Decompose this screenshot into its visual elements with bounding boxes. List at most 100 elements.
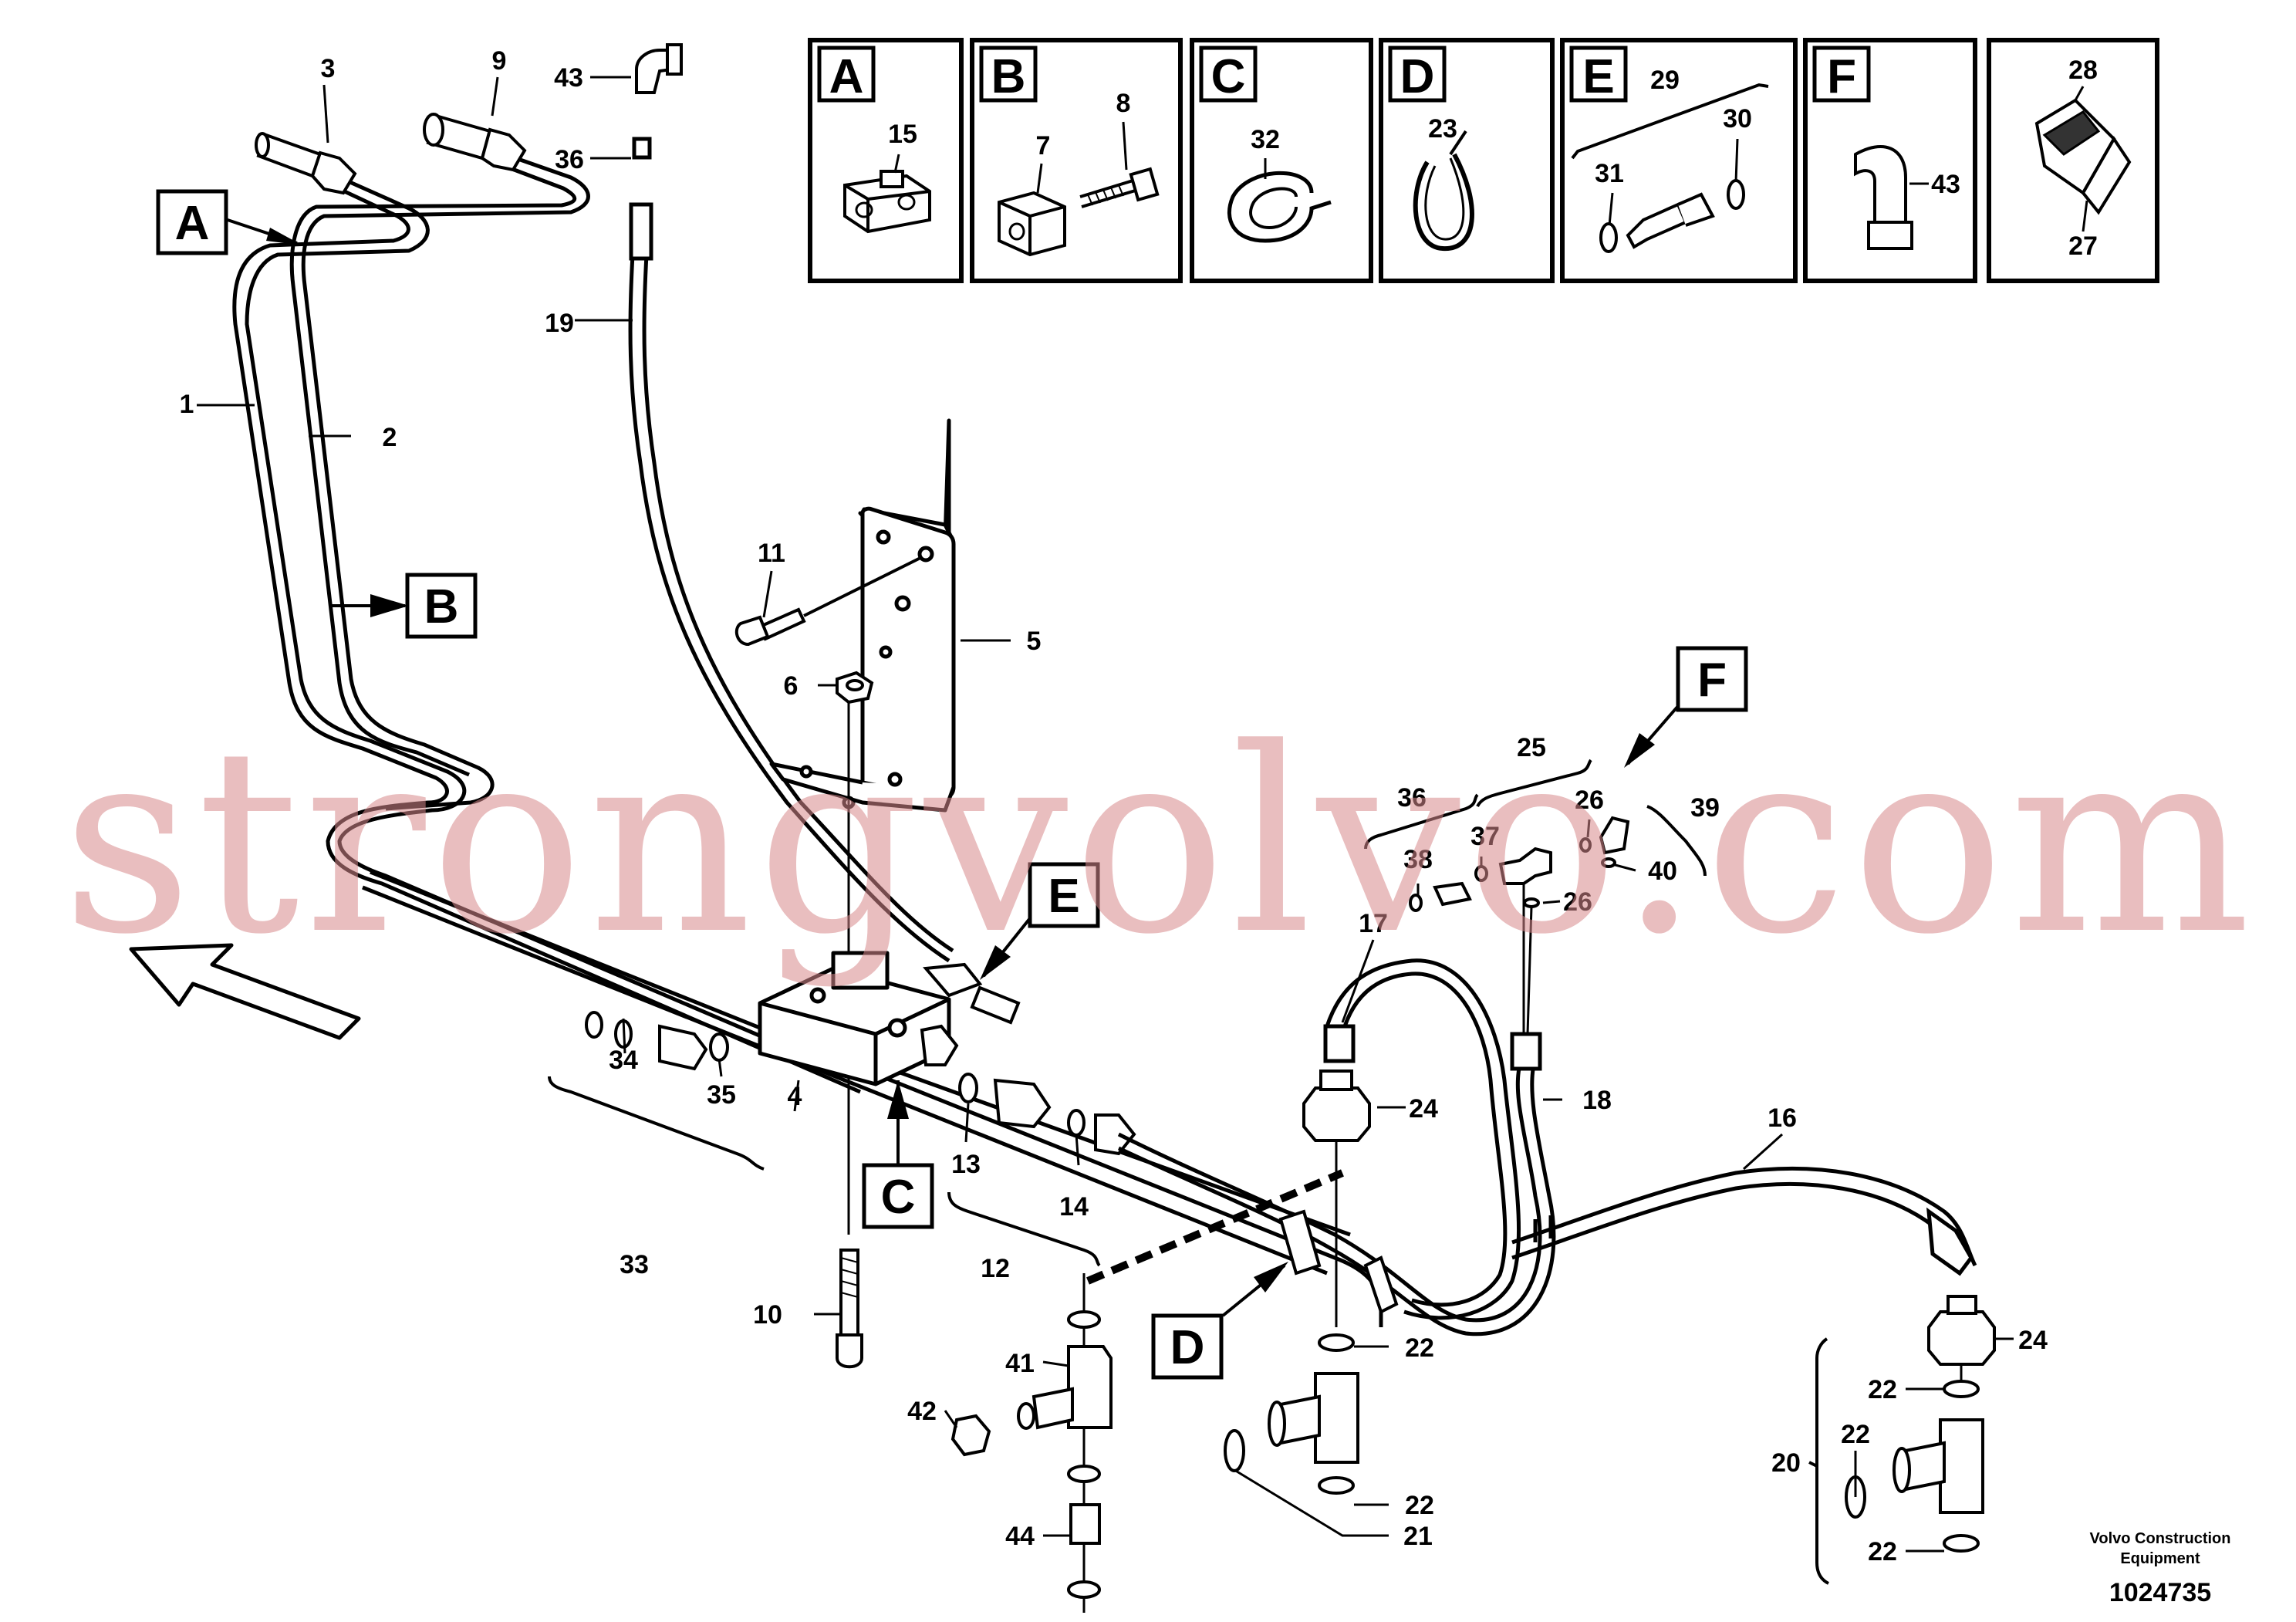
fitting-group-25-39 — [1409, 816, 1630, 912]
nut-24-right — [1927, 1295, 1996, 1366]
part-label-27: 27 — [2068, 231, 2098, 261]
nut-24-center — [1302, 1070, 1371, 1142]
part-label-2: 2 — [383, 423, 397, 452]
callout-box-d: D — [1151, 1262, 1288, 1380]
callout-box-a: A — [156, 189, 302, 255]
detail-box-d: D 23 — [1379, 38, 1555, 283]
tee-fitting-right — [1845, 1380, 1984, 1553]
callout-box-c: C — [862, 1080, 934, 1229]
part-label-41: 41 — [1005, 1349, 1035, 1378]
fitting-3 — [255, 132, 357, 195]
part-label-39: 39 — [1690, 793, 1720, 823]
part-label-38: 38 — [1403, 845, 1433, 874]
elbow-43 — [635, 43, 683, 94]
part-label-22-b: 22 — [1405, 1491, 1434, 1520]
bracket-5-shape — [769, 506, 956, 813]
callout-a-letter: A — [175, 197, 210, 250]
detail-box-a: A 15 — [808, 38, 964, 283]
part-label-34: 34 — [609, 1046, 638, 1075]
pipe-1-2-assembly — [232, 148, 865, 1094]
part-label-44: 44 — [1005, 1522, 1035, 1551]
part-label-10: 10 — [753, 1300, 782, 1330]
direction-arrow — [129, 943, 361, 1040]
hose-19 — [628, 137, 954, 963]
detail-box-c: C 32 — [1190, 38, 1373, 283]
detail-box-connector: 28 27 — [1987, 38, 2159, 283]
leader-lines — [197, 76, 2014, 1553]
detail-box-c-letter: C — [1211, 50, 1246, 103]
part-label-1: 1 — [180, 390, 194, 419]
part-label-24-center: 24 — [1409, 1094, 1438, 1124]
part-label-11: 11 — [758, 539, 785, 568]
detail-box-e: E 29 30 31 — [1560, 38, 1798, 283]
detail-box-f-letter: F — [1827, 50, 1856, 103]
callout-box-e: E — [980, 862, 1100, 980]
part-label-15: 15 — [888, 120, 917, 149]
dashed-leader-d — [1086, 1169, 1344, 1285]
part-label-36-top: 36 — [555, 145, 584, 174]
part-label-43: 43 — [554, 63, 583, 93]
part-label-22-c: 22 — [1868, 1375, 1897, 1404]
part-label-4: 4 — [788, 1082, 802, 1111]
hose-16 — [1511, 1166, 1977, 1276]
part-label-3: 3 — [321, 54, 336, 83]
document-number: 1024735 — [2109, 1578, 2211, 1607]
detail-box-b-letter: B — [991, 50, 1026, 103]
hose-17 — [1323, 958, 1521, 1320]
callout-box-b: B — [332, 573, 478, 639]
part-label-33: 33 — [620, 1250, 649, 1279]
detail-box-e-letter: E — [1582, 50, 1614, 103]
publisher-line-1: Volvo Construction — [2090, 1530, 2231, 1547]
part-label-29: 29 — [1650, 66, 1680, 95]
part-label-21-right: 22 — [1841, 1420, 1870, 1449]
publisher-line-2: Equipment — [2120, 1550, 2200, 1567]
callout-d-letter: D — [1170, 1321, 1205, 1374]
part-label-18: 18 — [1582, 1086, 1612, 1115]
part-label-30: 30 — [1723, 104, 1752, 133]
part-label-31: 31 — [1595, 159, 1624, 188]
part-label-23: 23 — [1428, 114, 1457, 144]
part-label-25: 25 — [1517, 733, 1546, 762]
tee-fitting-41 — [950, 1310, 1113, 1599]
bolt-11 — [734, 556, 923, 647]
part-label-16: 16 — [1768, 1103, 1797, 1133]
part-label-19: 19 — [545, 309, 574, 338]
detail-box-b: B 7 8 — [970, 38, 1183, 283]
valve-block-4 — [758, 951, 951, 1086]
detail-box-d-letter: D — [1400, 50, 1435, 103]
part-label-17: 17 — [1359, 909, 1388, 938]
nut-6 — [836, 671, 874, 705]
part-label-8: 8 — [1116, 89, 1131, 118]
group-braces — [548, 759, 1829, 1585]
fitting-12-group — [920, 1024, 1136, 1156]
callout-c-letter: C — [881, 1171, 916, 1224]
hose-18 — [1117, 1032, 1556, 1336]
callout-box-f: F — [1624, 646, 1748, 768]
callout-f-letter: F — [1697, 654, 1727, 707]
clamp-d — [1278, 1209, 1399, 1314]
fitting-e — [922, 962, 1021, 1025]
part-label-6: 6 — [784, 671, 799, 701]
part-label-26-a: 26 — [1575, 786, 1604, 815]
callout-e-letter: E — [1048, 870, 1079, 923]
part-label-32: 32 — [1251, 125, 1280, 154]
part-label-22-d: 22 — [1868, 1537, 1897, 1566]
part-label-20: 20 — [1771, 1448, 1801, 1478]
detail-box-f: F 43 — [1803, 38, 1977, 283]
part-label-22-a: 22 — [1405, 1333, 1434, 1363]
part-label-28: 28 — [2068, 56, 2098, 85]
part-label-9: 9 — [492, 46, 507, 76]
callout-b-letter: B — [424, 580, 459, 634]
fitting-9 — [423, 113, 527, 172]
part-label-5: 5 — [1027, 627, 1042, 656]
part-label-36-right: 36 — [1397, 783, 1427, 813]
part-label-42: 42 — [907, 1397, 937, 1426]
part-label-21: 21 — [1403, 1522, 1433, 1551]
tee-fitting-center — [1224, 1333, 1359, 1495]
bolt-10 — [836, 1249, 863, 1369]
part-label-13: 13 — [951, 1150, 981, 1179]
part-labels: 1 2 3 4 5 6 9 10 11 12 13 14 16 17 18 19… — [180, 46, 2048, 1566]
part-label-14: 14 — [1059, 1192, 1089, 1222]
part-label-24-right: 24 — [2018, 1326, 2048, 1355]
